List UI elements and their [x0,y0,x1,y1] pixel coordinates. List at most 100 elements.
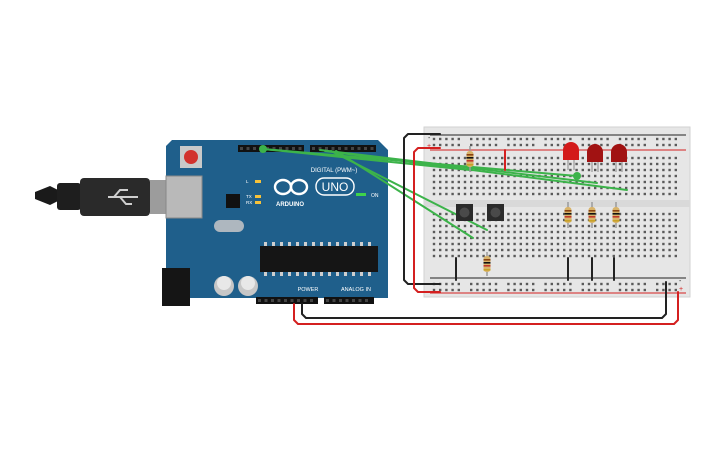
breadboard-hole[interactable] [439,224,442,228]
breadboard-hole[interactable] [674,254,677,258]
breadboard-hole[interactable] [631,282,634,286]
breadboard-hole[interactable] [637,162,640,166]
breadboard-hole[interactable] [674,242,677,246]
breadboard-hole[interactable] [525,186,529,190]
breadboard-hole[interactable] [656,168,659,172]
breadboard-hole[interactable] [432,156,436,160]
breadboard-hole[interactable] [594,230,597,234]
breadboard-hole[interactable] [550,180,553,184]
breadboard-hole[interactable] [519,254,522,258]
breadboard-hole[interactable] [507,230,510,234]
breadboard-hole[interactable] [631,212,634,216]
breadboard-hole[interactable] [606,137,609,141]
breadboard-hole[interactable] [519,192,522,196]
breadboard-hole[interactable] [612,162,615,166]
breadboard-hole[interactable] [494,248,498,252]
breadboard-hole[interactable] [618,248,622,252]
breadboard-hole[interactable] [482,174,485,178]
breadboard-hole[interactable] [631,254,634,258]
breadboard-hole[interactable] [525,156,529,160]
breadboard-hole[interactable] [445,137,448,141]
breadboard-hole[interactable] [563,282,566,286]
breadboard-hole[interactable] [600,137,603,141]
breadboard-hole[interactable] [600,143,603,147]
breadboard-hole[interactable] [649,254,653,258]
breadboard-hole[interactable] [451,143,454,147]
breadboard-hole[interactable] [482,186,485,190]
breadboard-hole[interactable] [439,156,442,160]
breadboard-hole[interactable] [544,186,547,190]
breadboard-hole[interactable] [649,212,653,216]
breadboard-hole[interactable] [439,168,442,172]
breadboard-hole[interactable] [587,137,591,141]
breadboard-hole[interactable] [637,192,640,196]
breadboard-hole[interactable] [451,230,454,234]
breadboard-hole[interactable] [618,186,622,190]
breadboard-hole[interactable] [656,224,659,228]
breadboard-hole[interactable] [470,230,473,234]
breadboard-hole[interactable] [587,248,591,252]
breadboard-hole[interactable] [587,162,591,166]
breadboard-hole[interactable] [451,236,454,240]
breadboard-hole[interactable] [668,218,671,222]
breadboard-hole[interactable] [507,248,510,252]
breadboard-hole[interactable] [525,282,529,286]
breadboard-hole[interactable] [625,162,628,166]
breadboard-hole[interactable] [600,192,603,196]
breadboard-hole[interactable] [556,162,560,166]
breadboard-hole[interactable] [643,282,646,286]
breadboard-hole[interactable] [662,224,665,228]
breadboard-hole[interactable] [507,236,510,240]
breadboard-hole[interactable] [532,156,535,160]
header-pin[interactable] [285,147,289,150]
breadboard-hole[interactable] [600,282,603,286]
breadboard-hole[interactable] [643,156,646,160]
breadboard-hole[interactable] [587,236,591,240]
breadboard-hole[interactable] [501,186,504,190]
breadboard-hole[interactable] [649,174,653,178]
breadboard-hole[interactable] [594,224,597,228]
breadboard-hole[interactable] [532,218,535,222]
breadboard-hole[interactable] [600,288,603,292]
black-gnd-wire[interactable] [301,281,667,319]
breadboard-hole[interactable] [451,137,454,141]
breadboard-hole[interactable] [606,236,609,240]
breadboard-hole[interactable] [544,224,547,228]
breadboard-hole[interactable] [618,242,622,246]
breadboard-hole[interactable] [544,282,547,286]
breadboard-hole[interactable] [482,156,485,160]
breadboard-hole[interactable] [643,224,646,228]
breadboard-hole[interactable] [544,212,547,216]
breadboard-hole[interactable] [488,137,491,141]
breadboard-hole[interactable] [476,180,479,184]
digital-header-right[interactable] [310,145,376,152]
breadboard-hole[interactable] [476,242,479,246]
breadboard-hole[interactable] [501,180,504,184]
breadboard-hole[interactable] [656,212,659,216]
breadboard-hole[interactable] [600,174,603,178]
breadboard-hole[interactable] [581,212,584,216]
breadboard-hole[interactable] [556,242,560,246]
header-pin[interactable] [318,147,322,150]
breadboard-hole[interactable] [662,143,665,147]
breadboard-hole[interactable] [674,248,677,252]
breadboard-hole[interactable] [600,218,603,222]
breadboard-hole[interactable] [643,174,646,178]
breadboard-hole[interactable] [507,192,510,196]
header-pin[interactable] [338,147,341,150]
breadboard-hole[interactable] [538,224,541,228]
breadboard-hole[interactable] [550,254,553,258]
breadboard-hole[interactable] [532,282,535,286]
breadboard-hole[interactable] [637,230,640,234]
breadboard-hole[interactable] [488,143,491,147]
breadboard-hole[interactable] [544,192,547,196]
breadboard-hole[interactable] [618,137,622,141]
breadboard-hole[interactable] [550,186,553,190]
breadboard-hole[interactable] [674,143,677,147]
breadboard-hole[interactable] [606,162,609,166]
breadboard-hole[interactable] [488,192,491,196]
breadboard-hole[interactable] [457,192,460,196]
breadboard-hole[interactable] [668,180,671,184]
header-pin[interactable] [258,299,261,302]
header-pin[interactable] [303,299,307,302]
